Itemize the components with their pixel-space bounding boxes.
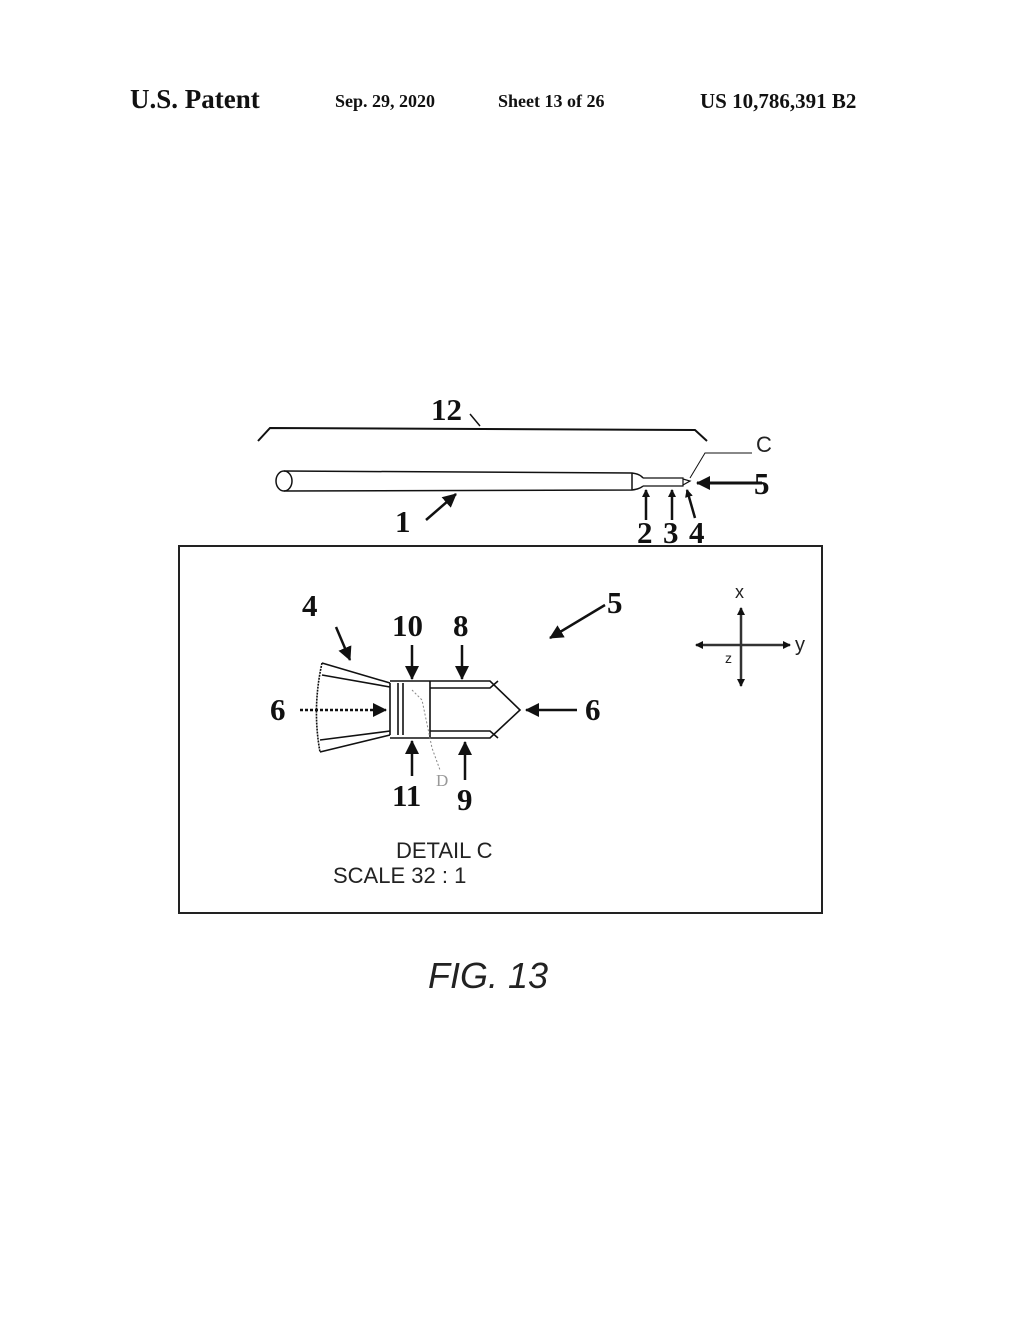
rod-tip	[643, 477, 692, 487]
label-5: 5	[754, 466, 770, 501]
detail-title: DETAIL C	[396, 838, 493, 863]
label-c: C	[756, 432, 772, 457]
detail-label-8: 8	[453, 608, 469, 643]
detail-label-d: D	[436, 771, 448, 790]
label-3: 3	[663, 515, 679, 550]
detail-label-10: 10	[392, 608, 423, 643]
detail-label-4: 4	[302, 588, 318, 623]
patent-number: US 10,786,391 B2	[700, 89, 857, 113]
detail-c-frame	[178, 545, 823, 914]
patent-date: Sep. 29, 2020	[335, 91, 436, 111]
label-12: 12	[431, 392, 462, 427]
detail-c-leader	[689, 452, 752, 479]
detail-c-tip	[300, 603, 606, 780]
patent-title: U.S. Patent	[130, 84, 260, 114]
bracket-12	[257, 426, 708, 442]
detail-label-11: 11	[392, 778, 421, 813]
overview-view	[257, 413, 762, 521]
axis-x-label: x	[735, 582, 744, 602]
detail-label-5: 5	[607, 585, 623, 620]
axis-z-label: z	[725, 650, 732, 666]
detail-scale: SCALE 32 : 1	[333, 863, 466, 888]
label-4: 4	[689, 515, 705, 550]
detail-label-6-left: 6	[270, 692, 286, 727]
rod-body	[283, 470, 644, 492]
label-2: 2	[637, 515, 653, 550]
detail-label-9: 9	[457, 782, 473, 817]
sheet-number: Sheet 13 of 26	[498, 91, 605, 111]
figure-caption: FIG. 13	[428, 955, 548, 996]
label-1: 1	[395, 504, 411, 539]
axis-y-label: y	[795, 634, 805, 656]
rod-end	[275, 470, 293, 492]
detail-label-6-right: 6	[585, 692, 601, 727]
axis-indicator	[695, 607, 791, 687]
